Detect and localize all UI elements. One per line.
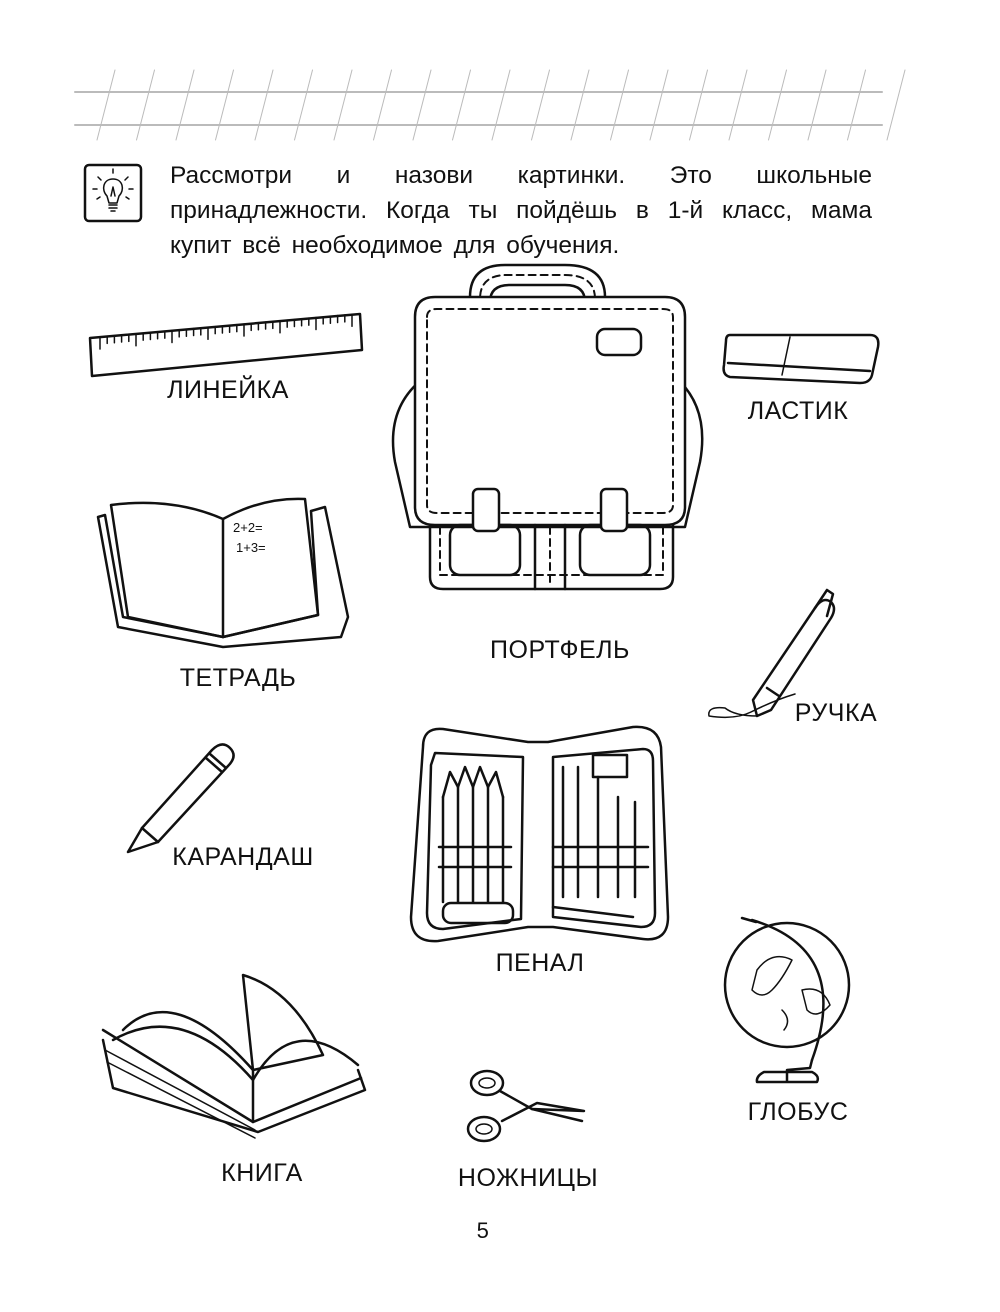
slant-line <box>254 69 274 141</box>
slant-line <box>96 69 116 141</box>
notebook-line-1: 2+2= <box>233 520 263 535</box>
ruler-illustration <box>88 312 364 378</box>
label-ruler: ЛИНЕЙКА <box>167 376 289 404</box>
label-globe: ГЛОБУС <box>747 1098 849 1126</box>
slant-line <box>610 69 629 141</box>
label-pencil: КАРАНДАШ <box>172 843 314 871</box>
pencil-illustration <box>126 743 235 854</box>
pen-illustration <box>708 588 836 719</box>
slant-line <box>768 69 787 141</box>
notebook-line-2: 1+3= <box>236 540 266 555</box>
label-book: КНИГА <box>221 1159 303 1187</box>
label-eraser: ЛАСТИК <box>747 397 849 425</box>
label-pencil-case: ПЕНАЛ <box>495 949 585 977</box>
pencil-case-illustration <box>409 725 670 943</box>
lightbulb-icon <box>83 163 143 223</box>
slant-line <box>649 69 669 141</box>
book-illustration <box>101 973 367 1139</box>
slant-line <box>689 69 708 141</box>
slant-line <box>215 69 234 141</box>
slant-line <box>452 69 471 141</box>
slant-line <box>847 69 866 141</box>
slant-line <box>412 69 432 141</box>
label-scissors: НОЖНИЦЫ <box>457 1164 599 1192</box>
instruction-text: Рассмотри и назови картинки. Это школьны… <box>170 162 872 259</box>
eraser-illustration <box>722 333 880 385</box>
label-notebook: ТЕТРАДЬ <box>179 664 297 692</box>
slant-line <box>136 69 155 141</box>
slant-line <box>175 69 195 141</box>
slant-line <box>491 69 511 141</box>
slant-line <box>728 69 748 141</box>
scissors-illustration <box>466 1069 586 1143</box>
label-pen: РУЧКА <box>794 699 878 727</box>
slant-line <box>807 69 827 141</box>
slant-line <box>531 69 550 141</box>
page-number: 5 <box>476 1218 490 1243</box>
handwriting-lines <box>74 69 906 141</box>
slant-line <box>333 69 353 141</box>
slant-line <box>294 69 313 141</box>
backpack-illustration <box>391 263 704 591</box>
slant-line <box>570 69 590 141</box>
label-backpack: ПОРТФЕЛЬ <box>490 636 630 664</box>
notebook-illustration: 2+2= 1+3= <box>96 497 350 649</box>
globe-illustration <box>723 916 851 1084</box>
slant-line <box>886 69 906 141</box>
slant-line <box>373 69 392 141</box>
